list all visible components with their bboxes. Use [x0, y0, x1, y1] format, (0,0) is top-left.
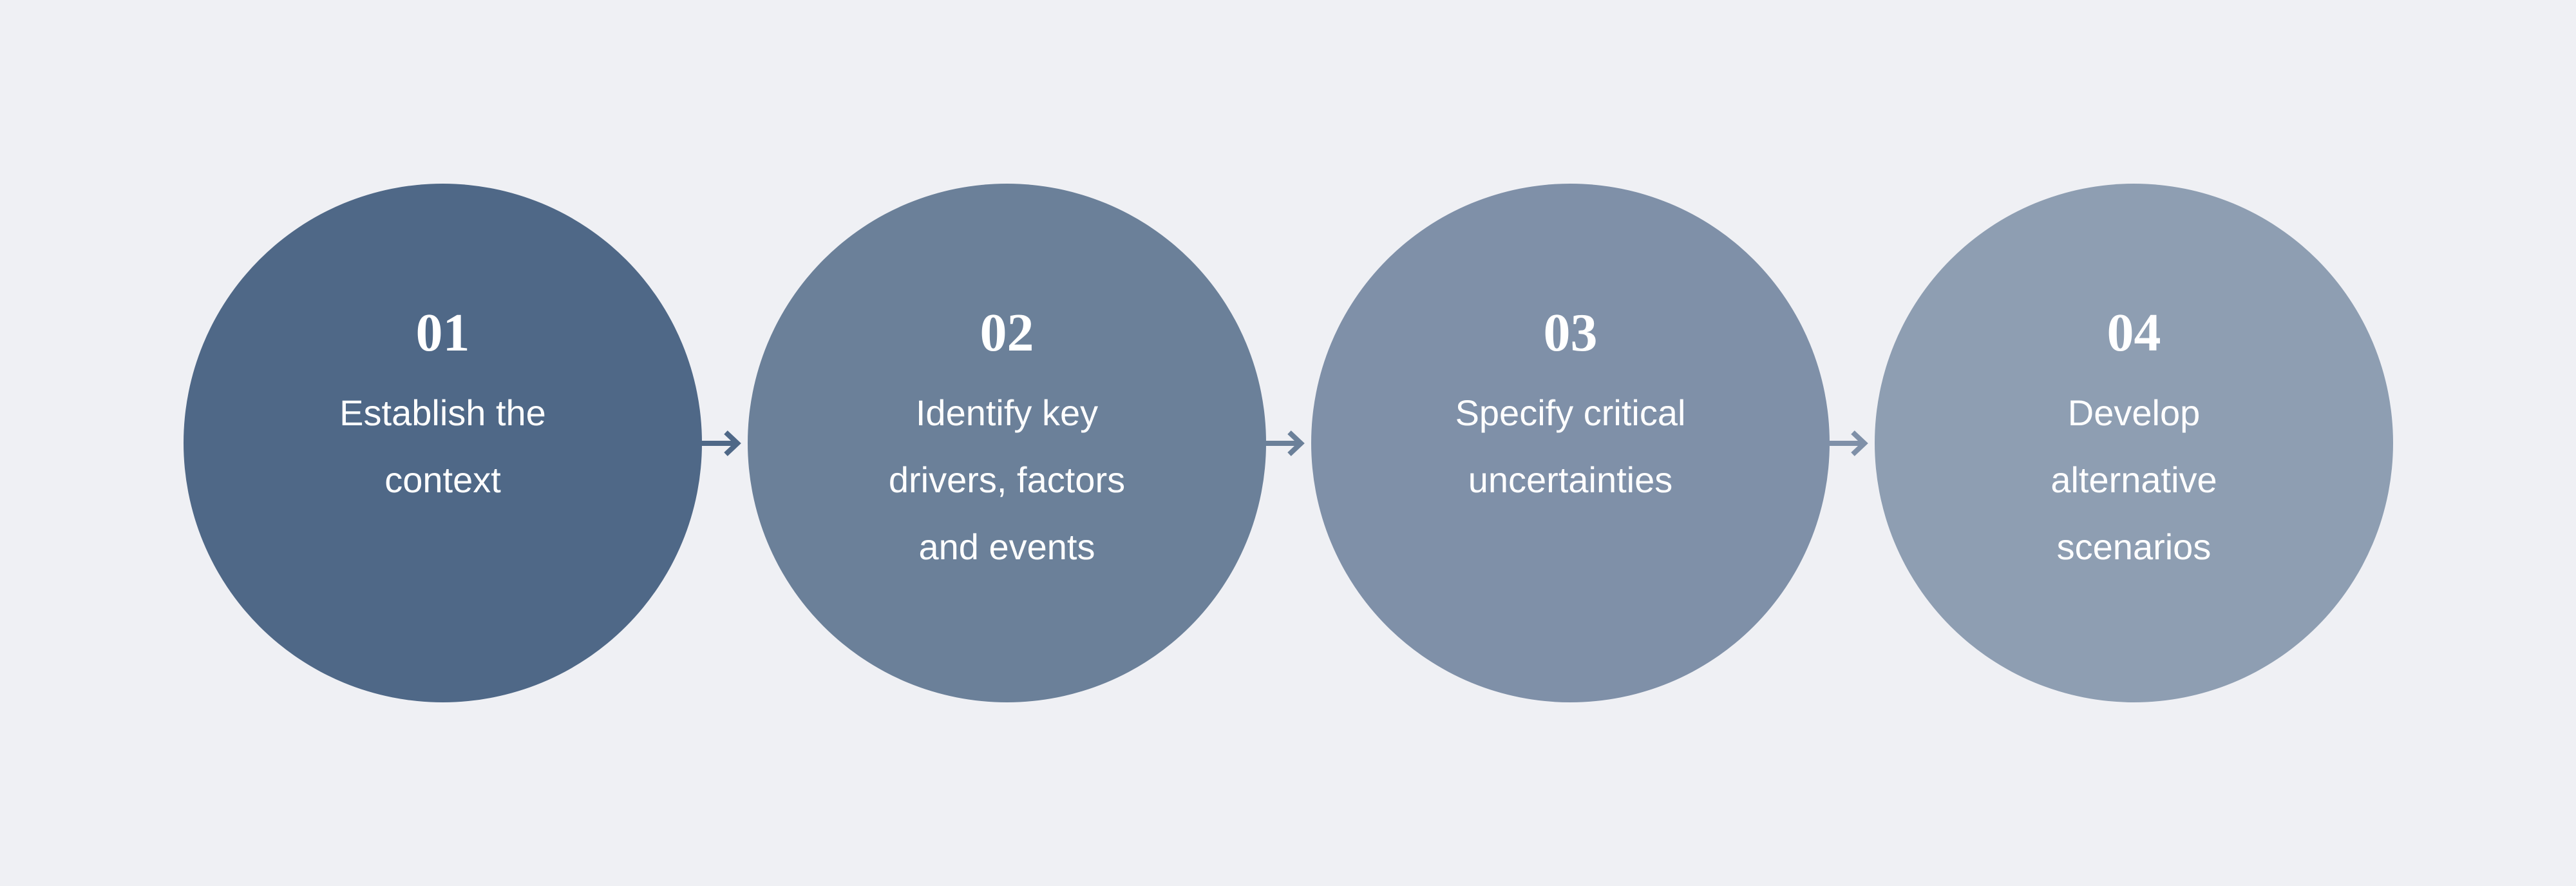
step-4-label: Develop alternative scenarios — [2050, 392, 2217, 567]
step-3-label: Specify critical uncertainties — [1455, 392, 1686, 500]
step-1-circle: 01 Establish the context — [184, 184, 702, 702]
step-2-label: Identify key drivers, factors and events — [888, 392, 1126, 567]
step-3-number: 03 — [1543, 303, 1598, 363]
step-4-circle: 04 Develop alternative scenarios — [1875, 184, 2393, 702]
step-2-number: 02 — [980, 303, 1034, 363]
step-1-number: 01 — [415, 303, 470, 363]
arrow-icon-2-to-3 — [1261, 430, 1305, 456]
arrow-icon-1-to-2 — [697, 430, 741, 456]
arrow-icon-3-to-4 — [1824, 430, 1868, 456]
step-1-label: Establish the context — [339, 392, 546, 500]
step-3-circle: 03 Specify critical uncertainties — [1311, 184, 1830, 702]
step-4-number: 04 — [2107, 303, 2161, 363]
step-2-circle: 02 Identify key drivers, factors and eve… — [748, 184, 1266, 702]
